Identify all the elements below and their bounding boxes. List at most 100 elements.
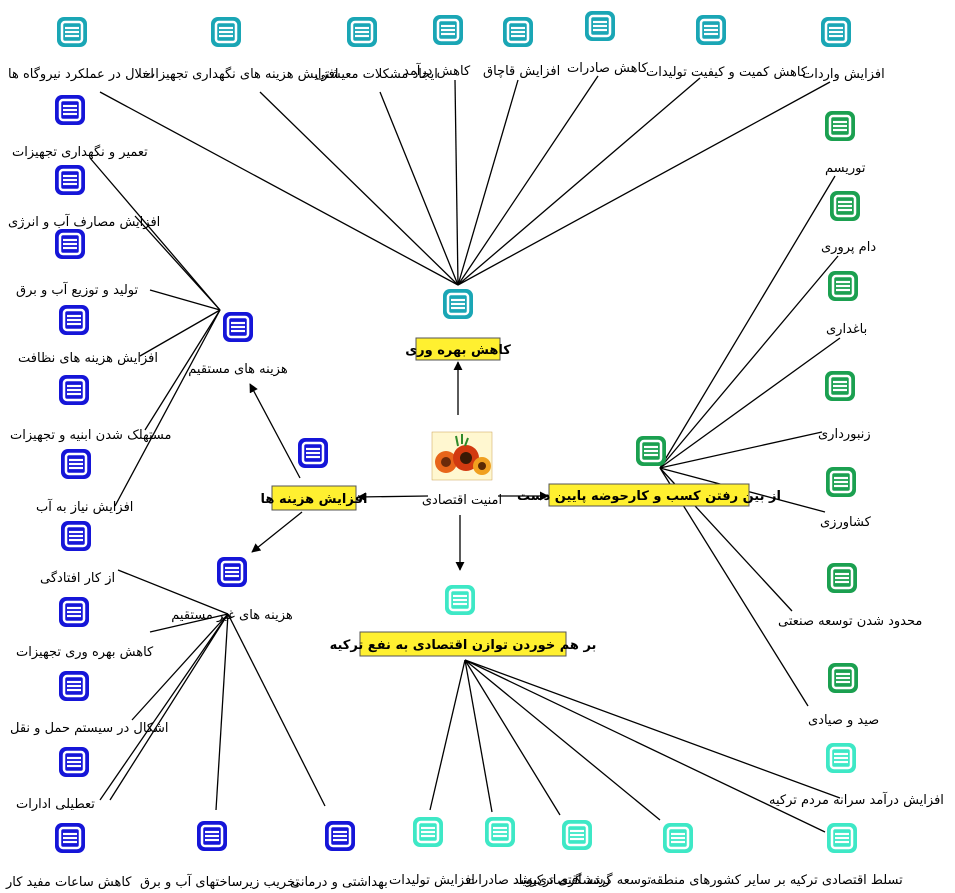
business-leaf-icon[interactable] xyxy=(828,271,858,301)
root-to-costs-arrow xyxy=(357,492,429,502)
productivity-leaf-icon[interactable] xyxy=(433,15,463,45)
balance-leaf-icon[interactable] xyxy=(485,817,515,847)
productivity-item-label: کاهش صادرات xyxy=(567,61,648,76)
business-edge xyxy=(659,431,823,469)
indirect-item-label: تخریب زیرساختهای آب و برق xyxy=(140,873,299,890)
direct-leaf-icon[interactable] xyxy=(61,449,91,479)
branch-balance-label[interactable]: بر هم خوردن توازن اقتصادی به نفع ترکیه xyxy=(330,638,597,653)
sub-branch-indirect-icon[interactable] xyxy=(217,557,247,587)
business-leaf-icon[interactable] xyxy=(828,663,858,693)
business-edge xyxy=(659,467,809,707)
balance-leaf-icon[interactable] xyxy=(826,743,856,773)
productivity-leaf-icon[interactable] xyxy=(821,17,851,47)
indirect-leaf-icon[interactable] xyxy=(59,747,89,777)
productivity-item-label: اخلال در عملکرد نیروگاه ها xyxy=(8,66,154,82)
indirect-leaf-icon[interactable] xyxy=(55,823,85,853)
node-icons xyxy=(55,11,860,853)
branch-business-box xyxy=(548,483,750,507)
indirect-item-label: تعطیلی ادارات xyxy=(16,797,95,812)
costs-to-indirect-arrow xyxy=(251,511,303,553)
balance-leaf-icon[interactable] xyxy=(827,823,857,853)
sub-branch-direct-label[interactable]: هزینه های مستقیم xyxy=(188,362,288,377)
productivity-leaf-icon[interactable] xyxy=(503,17,533,47)
business-item-label: توریسم xyxy=(825,161,866,176)
business-leaf-icon[interactable] xyxy=(827,563,857,593)
branch-costs-label[interactable]: افزایش هزینه ها xyxy=(261,492,368,507)
branch-costs-box xyxy=(271,485,357,511)
business-item-label: باغداری xyxy=(826,322,867,337)
indirect-leaf-icon[interactable] xyxy=(61,521,91,551)
balance-item-label: افزایش درآمد سرانه مردم ترکیه xyxy=(769,791,944,808)
productivity-leaf-icon[interactable] xyxy=(347,17,377,47)
balance-item-label: توسعه گردشگری ترکیه xyxy=(526,872,652,888)
indirect-item-label: از کار افتادگی xyxy=(40,570,115,586)
direct-edge xyxy=(139,309,221,357)
productivity-leaf-icon[interactable] xyxy=(57,17,87,47)
productivity-edge xyxy=(99,91,459,286)
balance-leaf-icon[interactable] xyxy=(413,817,443,847)
balance-leaf-icon[interactable] xyxy=(562,820,592,850)
branch-costs-icon[interactable] xyxy=(298,438,328,468)
sub-branch-direct-icon[interactable] xyxy=(223,312,253,342)
branch-productivity-icon[interactable] xyxy=(443,289,473,319)
direct-item-label: تعمیر و نگهداری تجهیزات xyxy=(12,144,148,160)
branch-business-label[interactable]: از بین رفتن کسب و کارحوضه پایین دست xyxy=(517,489,781,504)
direct-leaf-icon[interactable] xyxy=(55,165,85,195)
productivity-item-label: کاهش کمیت و کیفیت تولیدات xyxy=(646,65,808,80)
productivity-leaf-icon[interactable] xyxy=(696,15,726,45)
branch-balance-box xyxy=(359,631,567,657)
balance-item-label: رشد اقتصادی زیاد xyxy=(513,873,610,888)
balance-item-label: تسلط اقتصادی ترکیه بر سایر کشورهای منطقه xyxy=(650,873,903,888)
direct-edge xyxy=(149,289,221,311)
business-leaf-icon[interactable] xyxy=(830,191,860,221)
direct-item-label: افزایش مصارف آب و انرژی xyxy=(8,213,160,230)
indirect-edge xyxy=(149,613,229,633)
direct-leaf-icon[interactable] xyxy=(59,375,89,405)
costs-to-direct-arrow xyxy=(249,383,301,479)
indirect-edge xyxy=(99,613,229,801)
direct-leaf-icon[interactable] xyxy=(59,305,89,335)
productivity-edge xyxy=(457,79,519,286)
balance-edge xyxy=(464,659,661,821)
indirect-leaf-icon[interactable] xyxy=(325,821,355,851)
business-leaf-icon[interactable] xyxy=(825,371,855,401)
direct-item-label: افزایش هزینه های نظافت xyxy=(18,351,158,366)
productivity-item-label: ایجاد مشکلات معیشتی xyxy=(315,67,438,82)
business-leaf-icon[interactable] xyxy=(825,111,855,141)
direct-item-label: تولید و توزیع آب و برق xyxy=(16,281,139,298)
indirect-leaf-icon[interactable] xyxy=(59,671,89,701)
indirect-edge xyxy=(117,569,229,615)
productivity-edge xyxy=(259,91,459,286)
balance-edge xyxy=(464,659,493,813)
indirect-edge xyxy=(215,613,229,811)
business-edge xyxy=(659,337,841,469)
branch-productivity-label[interactable]: کاهش بهره وری xyxy=(405,343,511,358)
productivity-item-label: کاهش درآمد xyxy=(403,62,471,79)
business-edge xyxy=(659,255,839,469)
indirect-leaf-icon[interactable] xyxy=(59,597,89,627)
productivity-item-label: افزایش قاچاق xyxy=(483,64,560,79)
business-item-label: محدود شدن توسعه صنعتی xyxy=(778,614,922,629)
indirect-item-label: بهداشتی و درمانی xyxy=(290,875,388,890)
productivity-item-label: افزایش واردات xyxy=(802,67,885,82)
productivity-edge xyxy=(457,81,831,286)
productivity-leaf-icon[interactable] xyxy=(585,11,615,41)
indirect-item-label: کاهش بهره وری تجهیزات xyxy=(16,645,154,660)
productivity-edge xyxy=(379,91,459,286)
branch-business-icon[interactable] xyxy=(636,436,666,466)
indirect-edge xyxy=(131,613,229,721)
business-edge xyxy=(659,175,836,469)
productivity-leaf-icon[interactable] xyxy=(211,17,241,47)
business-leaf-icon[interactable] xyxy=(826,467,856,497)
flower-logo-icon xyxy=(431,431,493,481)
direct-item-label: افزایش نیاز به آب xyxy=(36,498,133,515)
indirect-edge xyxy=(109,613,229,801)
direct-item-label: مستهلک شدن ابنیه و تجهیزات xyxy=(10,428,171,443)
balance-leaf-icon[interactable] xyxy=(663,823,693,853)
branch-balance-icon[interactable] xyxy=(445,585,475,615)
sub-branch-indirect-label[interactable]: هزینه های غیر مستقیم xyxy=(171,608,293,623)
direct-leaf-icon[interactable] xyxy=(55,229,85,259)
indirect-leaf-icon[interactable] xyxy=(197,821,227,851)
direct-leaf-icon[interactable] xyxy=(55,95,85,125)
balance-item-label: رشد صادرات xyxy=(466,873,537,888)
